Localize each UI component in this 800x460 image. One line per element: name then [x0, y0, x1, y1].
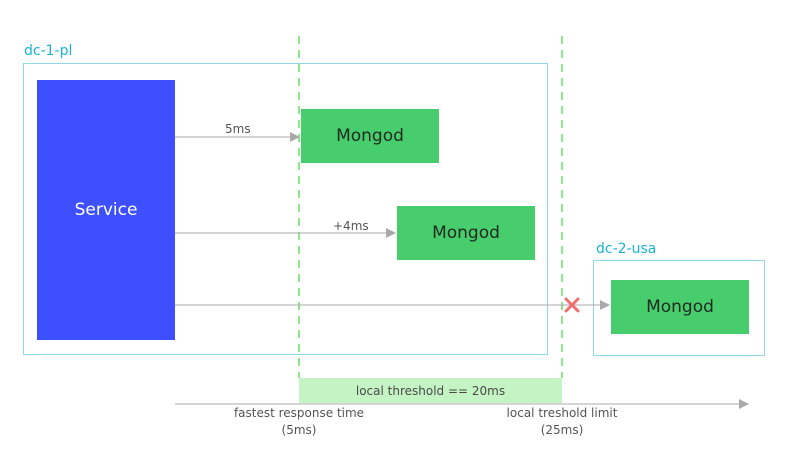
threshold-limit-caption: local treshold limit (25ms)	[482, 405, 642, 439]
fastest-response-caption: fastest response time (5ms)	[219, 405, 379, 439]
zone-dc-2-usa	[593, 260, 765, 356]
mongod-label: Mongod	[646, 297, 714, 317]
zone-dc-1-pl	[23, 63, 548, 355]
service-node: Service	[37, 80, 175, 340]
zone-label-dc-2-usa: dc-2-usa	[596, 241, 657, 257]
fastest-response-value: (5ms)	[281, 423, 317, 437]
mongod-node-1: Mongod	[301, 109, 439, 163]
threshold-band: local threshold == 20ms	[299, 378, 562, 403]
reject-x-icon	[564, 297, 580, 313]
mongod-label: Mongod	[336, 126, 404, 146]
mongod-label: Mongod	[432, 223, 500, 243]
fastest-response-text: fastest response time	[233, 406, 365, 420]
mongod-node-2: Mongod	[397, 206, 535, 260]
threshold-band-label: local threshold == 20ms	[355, 383, 506, 398]
threshold-limit-text: local treshold limit	[506, 406, 618, 420]
zone-label-dc-1-pl: dc-1-pl	[24, 43, 73, 59]
mongod-node-3: Mongod	[611, 280, 749, 334]
service-label: Service	[74, 200, 138, 220]
threshold-limit-value: (25ms)	[540, 423, 584, 437]
latency-label-1: 5ms	[225, 122, 251, 136]
latency-label-2: +4ms	[333, 219, 369, 233]
